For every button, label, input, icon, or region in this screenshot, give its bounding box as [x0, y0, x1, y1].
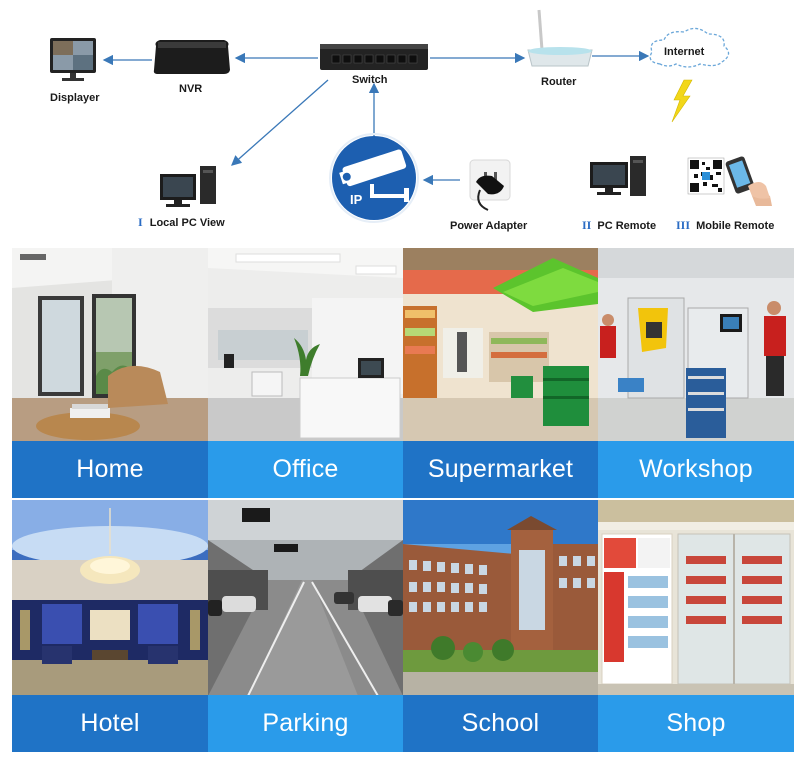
- scene-label-school: School: [403, 695, 598, 752]
- scene-supermarket: Supermarket: [403, 248, 598, 498]
- home-photo: [12, 248, 208, 443]
- scene-label-supermarket: Supermarket: [403, 441, 598, 498]
- pc-remote-icon: [590, 156, 646, 196]
- office-photo: [208, 248, 403, 443]
- scene-office: Office: [208, 248, 403, 498]
- scene-label-home: Home: [12, 441, 208, 498]
- scene-label-workshop: Workshop: [598, 441, 794, 498]
- router-label: Router: [541, 76, 577, 88]
- scene-school: School: [403, 500, 598, 752]
- parking-photo: [208, 500, 403, 696]
- ip-camera-icon: IP: [329, 133, 419, 223]
- power-adapter-icon: [469, 159, 511, 211]
- local-pc-icon: [160, 166, 216, 207]
- scene-shop: Shop: [598, 500, 794, 752]
- internet-label: Internet: [664, 46, 705, 58]
- smartphone-icon: [725, 156, 772, 206]
- local-pc-text: Local PC View: [150, 217, 225, 229]
- scene-home: Home: [12, 248, 208, 498]
- mobile-remote-numeral: III: [676, 218, 690, 232]
- nvr-label: NVR: [179, 83, 202, 95]
- router-device-icon: [527, 9, 593, 67]
- arrow-switch-to-local-pc: [231, 79, 329, 166]
- pc-remote-label: II PC Remote: [582, 218, 656, 232]
- internet-cloud-icon: [649, 27, 730, 68]
- scene-hotel: Hotel: [12, 500, 208, 752]
- local-pc-view-label: I Local PC View: [138, 215, 225, 229]
- local-pc-numeral: I: [138, 215, 143, 229]
- displayer-monitor-icon: [50, 38, 96, 81]
- shop-photo: [598, 500, 794, 696]
- scene-label-hotel: Hotel: [12, 695, 208, 752]
- scene-label-shop: Shop: [598, 695, 794, 752]
- hotel-photo: [12, 500, 208, 696]
- network-topology-diagram: Displayer NVR Switch Router Internet: [50, 9, 774, 232]
- scene-workshop: Workshop: [598, 248, 794, 498]
- power-adapter-label: Power Adapter: [450, 220, 528, 232]
- application-scenes-grid: Home Office: [12, 248, 794, 752]
- switch-device-icon: [320, 44, 428, 70]
- qr-code-icon: [687, 157, 725, 195]
- displayer-label: Displayer: [50, 92, 100, 104]
- scene-label-office: Office: [208, 441, 403, 498]
- supermarket-photo: [403, 248, 598, 443]
- camera-ip-text: IP: [350, 192, 363, 207]
- scene-label-parking: Parking: [208, 695, 403, 752]
- nvr-device-icon: [153, 40, 230, 74]
- workshop-photo: [598, 248, 794, 443]
- scene-parking: Parking: [208, 500, 403, 752]
- lightning-bolt-icon: [671, 79, 693, 123]
- switch-label: Switch: [352, 74, 388, 86]
- mobile-remote-text: Mobile Remote: [696, 220, 774, 232]
- pc-remote-numeral: II: [582, 218, 592, 232]
- connection-arrows: [102, 50, 650, 186]
- pc-remote-text: PC Remote: [597, 220, 656, 232]
- school-photo: [403, 500, 598, 696]
- mobile-remote-label: III Mobile Remote: [676, 218, 774, 232]
